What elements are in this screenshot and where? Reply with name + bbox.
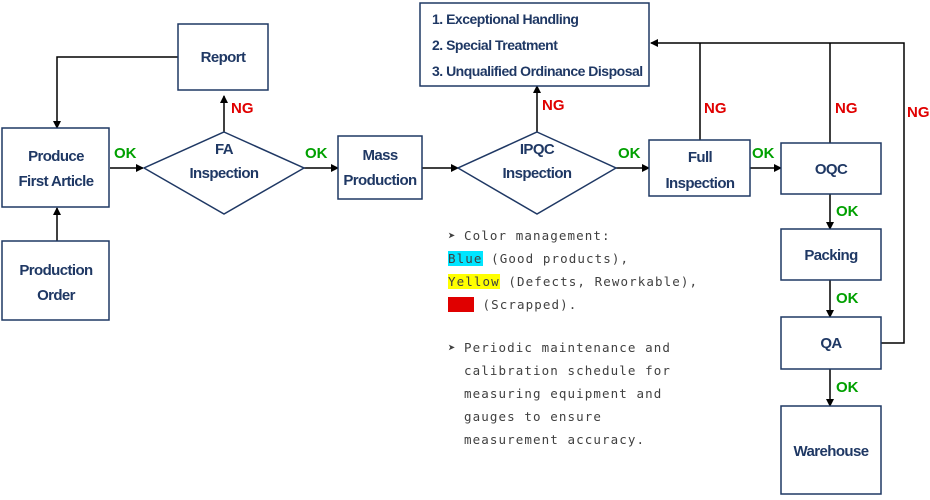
color-blue-line: Blue (Good products), bbox=[448, 251, 630, 266]
mass-production-label-2: Production bbox=[343, 172, 417, 189]
maintenance-line-2: calibration schedule for bbox=[464, 363, 672, 378]
ipqc-inspection-label-2: Inspection bbox=[502, 165, 571, 182]
ok-label-produce: OK bbox=[114, 145, 137, 162]
mass-production-label-1: Mass bbox=[362, 147, 397, 164]
produce-first-article-label-2: First Article bbox=[18, 173, 93, 190]
ok-label-packing: OK bbox=[836, 290, 859, 307]
notes-panel: ➤Color management: Blue (Good products),… bbox=[448, 224, 728, 451]
ok-label-qa: OK bbox=[836, 379, 859, 396]
arrow-ng-return bbox=[650, 39, 905, 344]
ng-list-box bbox=[419, 2, 650, 87]
ok-label-ipqc: OK bbox=[618, 145, 641, 162]
yellow-highlight: Yellow bbox=[448, 274, 500, 289]
qa-box bbox=[780, 316, 882, 370]
full-inspection-box bbox=[648, 139, 751, 197]
arrow-bullet-icon: ➤ bbox=[448, 228, 457, 243]
production-order-label-2: Order bbox=[37, 287, 76, 304]
color-yellow-line: Yellow (Defects, Reworkable), bbox=[448, 274, 699, 289]
ok-label-full: OK bbox=[752, 145, 775, 162]
color-management-heading: ➤Color management: bbox=[448, 224, 728, 247]
packing-label: Packing bbox=[804, 247, 858, 264]
full-inspection-label-1: Full bbox=[688, 149, 713, 166]
arrow-report-to-produce bbox=[53, 56, 178, 129]
ok-label-fa: OK bbox=[305, 145, 328, 162]
ipqc-inspection-label-1: IPQC bbox=[520, 141, 555, 158]
ng-list-item-3: 3. Unqualified Ordinance Disposal bbox=[432, 63, 643, 79]
qa-label: QA bbox=[820, 335, 842, 352]
ok-label-oqc: OK bbox=[836, 203, 859, 220]
ng-label-full: NG bbox=[704, 100, 727, 117]
ng-label-qa: NG bbox=[907, 104, 930, 121]
arrow-bullet-icon: ➤ bbox=[448, 340, 457, 355]
warehouse-label: Warehouse bbox=[794, 443, 869, 460]
produce-first-article-box bbox=[1, 127, 110, 208]
maintenance-line-3: measuring equipment and bbox=[464, 386, 663, 401]
packing-box bbox=[780, 228, 882, 281]
mass-production-box bbox=[337, 135, 423, 200]
report-label: Report bbox=[201, 49, 246, 66]
red-highlight: Red bbox=[448, 297, 474, 312]
ng-label-oqc: NG bbox=[835, 100, 858, 117]
fa-inspection-label-1: FA bbox=[215, 141, 234, 158]
production-order-label-1: Production bbox=[19, 262, 93, 279]
fa-inspection-label-2: Inspection bbox=[189, 165, 258, 182]
blue-highlight: Blue bbox=[448, 251, 483, 266]
report-box bbox=[177, 23, 269, 91]
maintenance-line-5: measurement accuracy. bbox=[464, 432, 646, 447]
maintenance-line-4: gauges to ensure bbox=[464, 409, 603, 424]
produce-first-article-label-1: Produce bbox=[28, 148, 84, 165]
production-order-box bbox=[1, 240, 110, 321]
fa-inspection-diamond bbox=[142, 131, 306, 215]
full-inspection-label-2: Inspection bbox=[665, 175, 734, 192]
ng-label-fa: NG bbox=[231, 100, 254, 117]
oqc-box bbox=[780, 142, 882, 195]
color-red-line: Red (Scrapped). bbox=[448, 297, 578, 312]
oqc-label: OQC bbox=[815, 161, 848, 178]
connectors bbox=[53, 39, 905, 407]
ipqc-inspection-diamond bbox=[456, 131, 618, 215]
ng-label-ipqc: NG bbox=[542, 97, 565, 114]
maintenance-line-1: ➤Periodic maintenance and bbox=[448, 336, 728, 359]
ng-list-item-2: 2. Special Treatment bbox=[432, 37, 558, 53]
warehouse-box bbox=[780, 405, 882, 495]
ng-list-item-1: 1. Exceptional Handling bbox=[432, 11, 578, 27]
